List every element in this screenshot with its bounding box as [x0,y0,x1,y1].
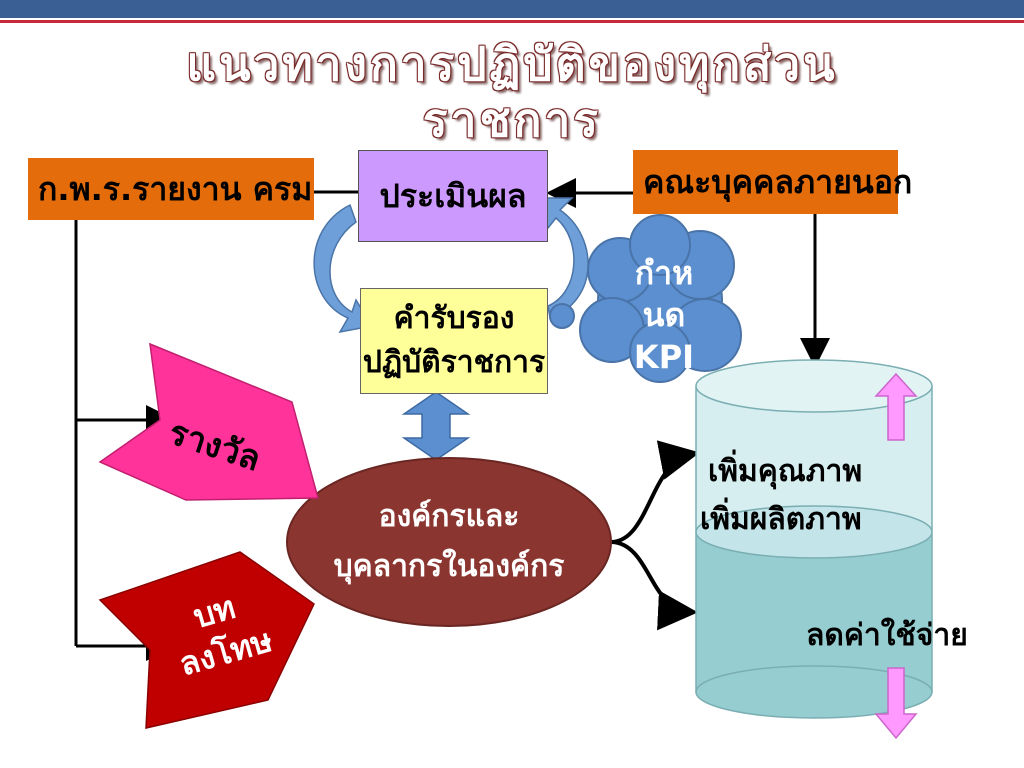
kpi-text: กำห นด KPI [612,252,716,378]
org-branch-arrows [611,440,700,631]
opm-report-box: ก.พ.ร.รายงาน ครม [28,158,314,220]
slide-title: แนวทางการปฏิบัติของทุกส่วน ราชการ [40,36,984,148]
org-line-2: บุคลากรในองค์กร [333,549,565,584]
opm-report-label: ก.พ.ร.รายงาน ครม [38,169,313,208]
certificate-line-1: คำรับรอง [393,301,515,336]
kpi-line-3: KPI [633,338,695,376]
top-bar [0,0,1024,18]
cycle-arrow-left [313,203,374,334]
org-text: องค์กรและ บุคลากรในองค์กร [287,458,611,626]
result-cylinder [695,359,933,719]
improve-quality-label: เพิ่มคุณภาพ [708,454,863,489]
title-line-2: ราชการ [422,93,602,147]
kpi-line-2: นด [642,296,686,334]
certificate-org-double-arrow [401,391,471,461]
certificate-box: คำรับรอง ปฏิบัติราชการ [360,288,548,394]
penalty-arrow-shape [98,551,315,729]
decrease-arrow [874,667,918,740]
org-line-1: องค์กรและ [378,499,520,534]
kpi-line-1: กำห [634,254,694,292]
outsider-label: คณะบุคคลภายนอก [643,162,913,201]
org-ellipse [286,457,612,627]
top-accent-line [0,20,1024,23]
title-line-1: แนวทางการปฏิบัติของทุกส่วน [186,37,838,91]
increase-arrow [874,372,918,441]
evaluation-box: ประเมินผล [358,150,548,242]
certificate-line-2: ปฏิบัติราชการ [362,345,546,380]
kpi-cloud [579,214,742,383]
reduce-cost-label: ลดค่าใช้จ่าย [806,618,968,653]
evaluation-label: ประเมินผล [379,176,527,215]
outsider-box: คณะบุคคลภายนอก [633,150,912,214]
improve-productivity-label: เพิ่มผลิตภาพ [700,502,862,537]
reward-arrow-shape [98,342,319,501]
